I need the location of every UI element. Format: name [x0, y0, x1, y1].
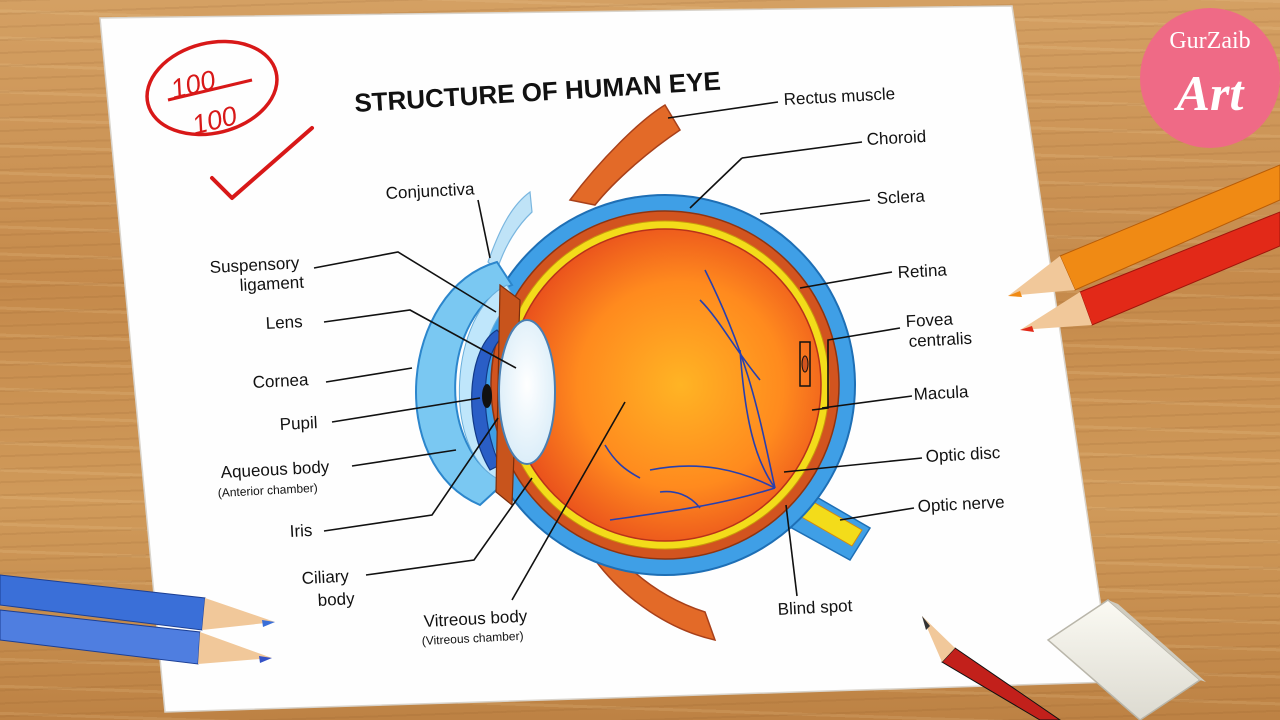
- blood-vessels: [604, 269, 776, 521]
- score-circle: [145, 39, 279, 137]
- cornea-layer: [415, 260, 514, 507]
- orange-pencil: [1008, 164, 1280, 297]
- eraser: [1046, 599, 1206, 720]
- label-fovea-line1: Fovea: [905, 310, 954, 331]
- label-ciliary-line2: body: [317, 589, 355, 610]
- blue-pencil-2: [0, 609, 272, 665]
- conjunctiva-membrane: [487, 190, 533, 272]
- red-pencil: [1020, 211, 1280, 332]
- label-choroid: Choroid: [866, 127, 926, 149]
- label-cornea: Cornea: [252, 370, 309, 392]
- label-conjunctiva: Conjunctiva: [385, 179, 475, 203]
- score-fraction-bar: [167, 78, 253, 102]
- label-optic-nerve: Optic nerve: [917, 492, 1005, 516]
- label-ciliary-line1: Ciliary: [301, 567, 350, 588]
- label-pupil: Pupil: [279, 413, 318, 434]
- checkmark-icon: [210, 126, 314, 200]
- blue-pencil-1: [0, 574, 275, 631]
- rectus-muscle-bottom: [593, 555, 717, 642]
- label-suspensory-line1: Suspensory: [209, 253, 300, 277]
- graphite-pencil: [922, 616, 1061, 720]
- label-fovea-line2: centralis: [908, 329, 972, 351]
- label-iris: Iris: [289, 521, 313, 541]
- fovea-pit: [801, 355, 809, 373]
- brand-badge: GurZaib Art: [1140, 8, 1280, 148]
- label-aqueous-sub: (Anterior chamber): [217, 481, 318, 500]
- label-sclera: Sclera: [876, 186, 926, 208]
- label-macula: Macula: [913, 382, 969, 404]
- eye-illustration: [415, 103, 872, 642]
- label-optic-disc: Optic disc: [925, 443, 1001, 466]
- label-retina: Retina: [897, 260, 948, 282]
- pupil: [482, 384, 492, 408]
- leader-lines: [313, 101, 923, 601]
- label-blind-spot: Blind spot: [777, 596, 853, 619]
- fovea-marker: [799, 341, 811, 387]
- label-lens: Lens: [265, 312, 303, 333]
- brand-tagline: Art: [1174, 65, 1246, 121]
- label-suspensory-line2: ligament: [239, 273, 304, 295]
- lens: [498, 319, 556, 465]
- brand-name: GurZaib: [1169, 28, 1250, 54]
- label-vitreous-sub: (Vitreous chamber): [421, 629, 523, 648]
- brand-badge-circle: [1140, 8, 1280, 148]
